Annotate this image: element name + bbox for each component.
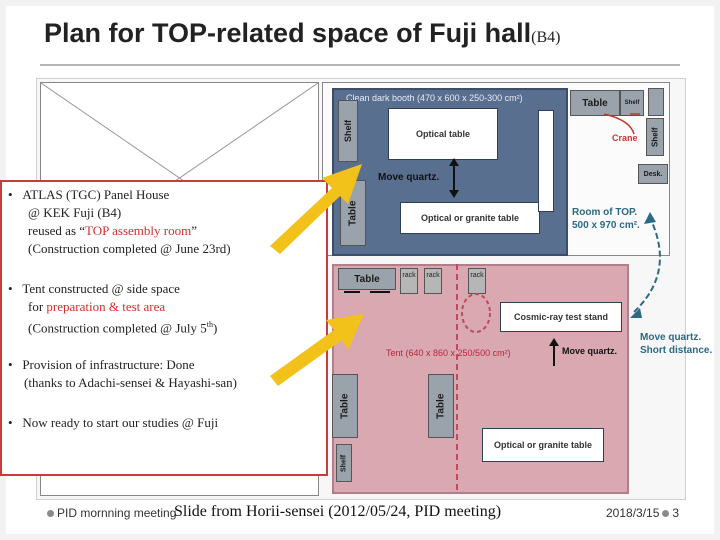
bullet-1-pre: reused as “	[28, 223, 86, 238]
footer-source: Slide from Horii-sensei (2012/05/24, PID…	[174, 503, 502, 520]
small-cabinet	[648, 88, 664, 116]
bullet-glyph: •	[8, 415, 13, 430]
booth-side-board	[538, 110, 554, 212]
bullet-glyph: •	[8, 187, 13, 202]
table-top-right: Table	[570, 90, 620, 116]
room-of-top-line2: 500 x 970 cm².	[572, 220, 640, 231]
tent-divider	[456, 264, 458, 490]
bullet-2-text: Tent constructed @ side space	[22, 281, 180, 296]
vertical-arrow-icon	[449, 158, 459, 198]
shelf-left: Shelf	[338, 100, 358, 162]
bullet-2-line2: for preparation & test area	[28, 298, 165, 316]
shelf-right: Shelf	[646, 118, 664, 156]
bullet-3-line2: (thanks to Adachi-sensei & Hayashi-san)	[24, 375, 238, 390]
slide-title: Plan for TOP-related space of Fuji hall(…	[44, 18, 560, 49]
bullet-1-line4: (Construction completed @ June 23rd)	[28, 241, 231, 256]
footer-date-page: 2018/3/15 3	[606, 506, 679, 520]
footer-meeting: PID mornning meeting	[44, 506, 176, 520]
tent-label: Tent (640 x 860 x 250/500 cm²)	[386, 348, 511, 358]
shelf-tent: Shelf	[336, 444, 352, 482]
shelf-top: Shelf	[620, 90, 644, 116]
bullet-1-line2: @ KEK Fuji (B4)	[28, 205, 122, 220]
optical-table: Optical table	[388, 108, 498, 160]
cosmic-ray-test-stand: Cosmic-ray test stand	[500, 302, 622, 332]
room-of-top-line1: Room of TOP.	[572, 207, 638, 218]
table-leg-lines	[344, 291, 390, 293]
curved-arrow-icon	[630, 212, 661, 318]
move-quartz-tent: Move quartz.	[562, 346, 618, 356]
bullet-1-highlight: TOP assembly room	[85, 223, 192, 238]
bullet-1-text: ATLAS (TGC) Panel House	[22, 187, 170, 202]
move-quartz-short-label: Move quartz. Short distance.	[640, 331, 712, 357]
bullet-glyph: •	[8, 357, 13, 372]
bullet-2-highlight: preparation & test area	[46, 299, 166, 314]
move-quartz-short-line2: Short distance.	[640, 345, 713, 356]
optical-granite-table-top: Optical or granite table	[400, 202, 540, 234]
desk: Desk.	[638, 164, 668, 184]
bullet-1-post: ”	[191, 223, 197, 238]
yellow-arrow-bottom-icon	[270, 314, 364, 386]
table-tent-top: Table	[338, 268, 396, 290]
bullet-2-line3-pre: (Construction completed @ July 5	[28, 320, 207, 336]
bullet-text-box: • ATLAS (TGC) Panel House @ KEK Fuji (B4…	[0, 180, 328, 476]
bullet-2-sup: th	[206, 320, 214, 329]
up-arrow-icon	[549, 338, 559, 366]
move-quartz-short-line1: Move quartz.	[640, 332, 702, 343]
bullet-4-line1: • Now ready to start our studies @ Fuji	[8, 414, 218, 432]
page-number: 3	[672, 506, 680, 520]
bullet-3-text: Provision of infrastructure: Done	[22, 357, 195, 372]
crane-label: Crane	[612, 133, 638, 143]
slide-title-text: Plan for TOP-related space of Fuji hall	[44, 18, 532, 48]
move-quartz-booth: Move quartz.	[378, 172, 440, 183]
booth-label: Clean dark booth (470 x 600 x 250-300 cm…	[346, 93, 523, 103]
slide-title-suffix: (B4)	[531, 29, 561, 46]
bullet-2-line3: (Construction completed @ July 5th)	[28, 316, 217, 337]
footer-date: 2018/3/15	[606, 506, 660, 520]
crane-hook-icon	[603, 113, 640, 135]
footer-dot-icon	[662, 510, 670, 518]
bullet-2-pre: for	[28, 299, 47, 314]
bullet-2-line1: • Tent constructed @ side space	[8, 280, 180, 298]
bullet-1-line3: reused as “TOP assembly room”	[28, 222, 197, 240]
title-underline	[40, 64, 680, 66]
bullet-3-line1: • Provision of infrastructure: Done	[8, 356, 195, 374]
rack-1: rack	[400, 268, 418, 294]
dashed-circle	[461, 293, 491, 333]
rack-2: rack	[424, 268, 442, 294]
table-tent-vertical-2: Table	[428, 374, 454, 438]
bullet-glyph: •	[8, 281, 13, 296]
bullet-1-line1: • ATLAS (TGC) Panel House	[8, 186, 169, 204]
footer-meeting-text: PID mornning meeting	[57, 506, 177, 520]
bullet-2-line3-post: )	[213, 320, 218, 336]
footer-dot-icon	[47, 510, 54, 518]
bullet-4-text: Now ready to start our studies @ Fuji	[22, 415, 219, 430]
room-of-top-label: Room of TOP. 500 x 970 cm².	[572, 206, 640, 232]
optical-granite-table-tent: Optical or granite table	[482, 428, 604, 462]
yellow-arrow-top-icon	[270, 164, 362, 254]
